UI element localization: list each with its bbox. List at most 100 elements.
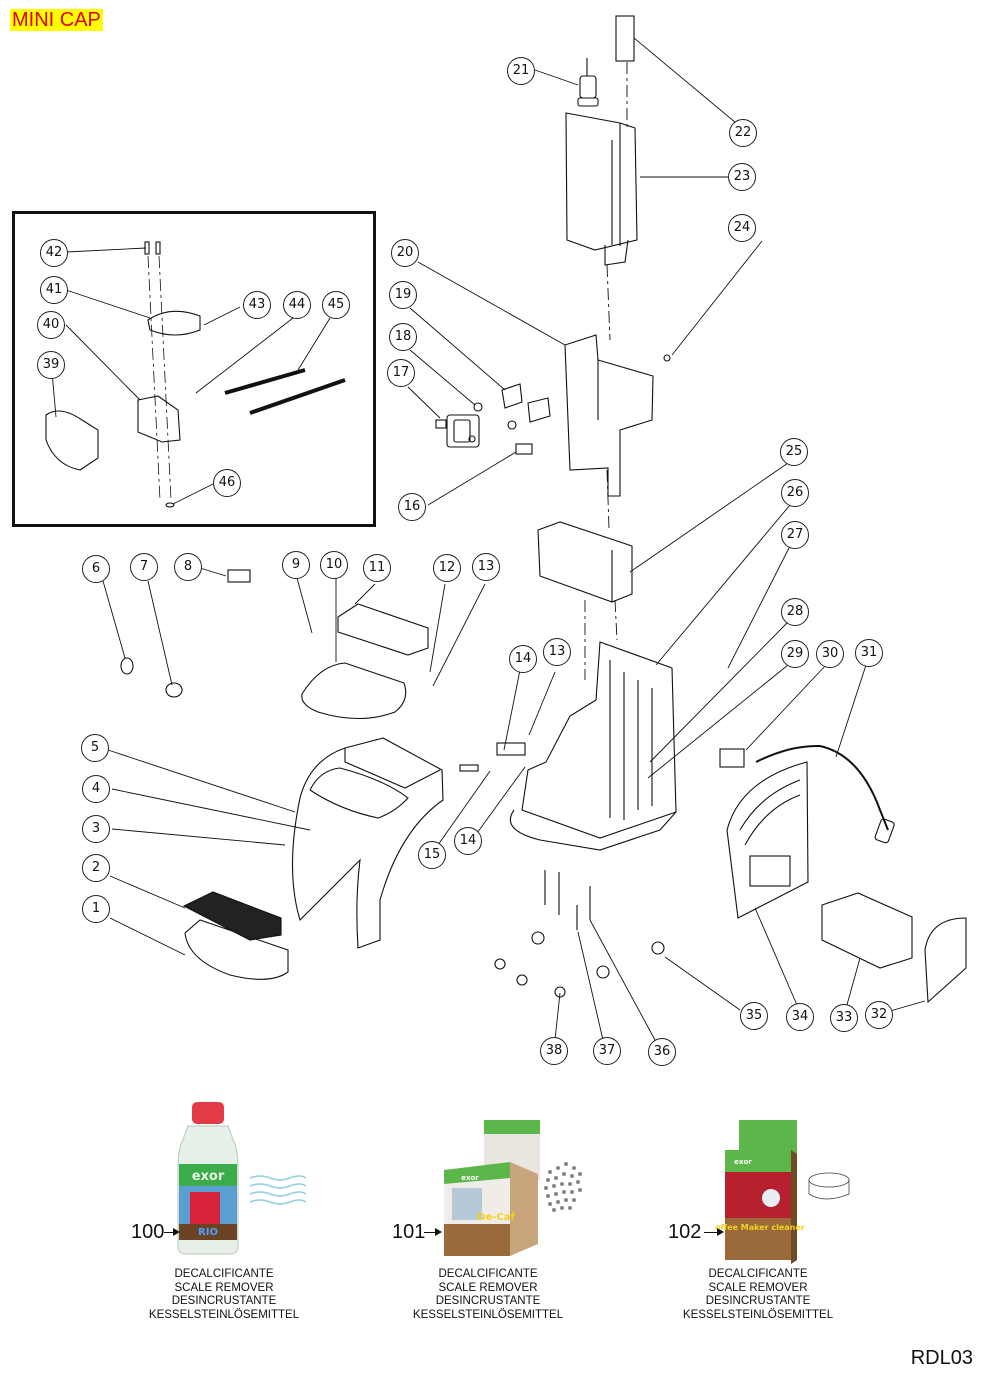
caption-line-spanish: DESINCRUSTANTE	[171, 1295, 277, 1307]
callout-22: 22	[729, 119, 757, 147]
callout-35: 35	[740, 1002, 768, 1030]
part-17-switch	[435, 414, 480, 448]
callout-19: 19	[389, 281, 417, 309]
part-5-front-housing	[291, 737, 444, 949]
callout-40: 40	[37, 311, 65, 339]
part-20-mounting-plate	[564, 334, 654, 497]
callout-7: 7	[130, 553, 158, 581]
product-102-brand: exor	[734, 1158, 752, 1166]
part-15-fuse	[459, 764, 479, 772]
part-6-knob	[120, 657, 134, 675]
callout-12: 12	[433, 554, 461, 582]
product-101-name: De-Caf	[477, 1212, 515, 1223]
product-100-bottle-image: exor RIO	[177, 1102, 307, 1255]
part-34-rear-panel	[726, 761, 809, 919]
product-101-box-image: De-Caf exor	[444, 1120, 582, 1256]
callout-36: 36	[648, 1038, 676, 1066]
callout-37: 37	[593, 1037, 621, 1065]
part-11-top-lid	[337, 603, 429, 656]
callout-14-a: 14	[509, 645, 537, 673]
product-102-number: 102	[668, 1221, 702, 1243]
product-100-name: RIO	[198, 1227, 218, 1238]
callout-32: 32	[865, 1001, 893, 1029]
product-101-caption: DECALCIFICANTE SCALE REMOVER DESINCRUSTA…	[368, 1268, 608, 1322]
caption-line-italian: DECALCIFICANTE	[708, 1268, 808, 1280]
callout-26: 26	[781, 479, 809, 507]
product-100-number: 100	[131, 1221, 165, 1243]
callout-29: 29	[781, 640, 809, 668]
part-30-terminal-block	[719, 748, 745, 768]
callout-34: 34	[786, 1003, 814, 1031]
part-18-washer	[473, 402, 483, 412]
callout-10: 10	[320, 551, 348, 579]
callout-18: 18	[389, 323, 417, 351]
callout-6: 6	[82, 555, 110, 583]
part-feet-and-screws	[494, 870, 665, 998]
part-23-boiler	[565, 112, 638, 266]
part-22-clip	[615, 15, 635, 62]
callout-43: 43	[243, 291, 271, 319]
diagram-title: MINI CAP	[10, 9, 103, 31]
part-8-switch	[227, 569, 251, 583]
product-102-name: Coffee Maker cleaner	[715, 1223, 805, 1232]
callout-4: 4	[82, 775, 110, 803]
callout-44: 44	[283, 291, 311, 319]
callout-45: 45	[322, 291, 350, 319]
callout-15: 15	[418, 841, 446, 869]
product-101-arrow	[424, 1228, 442, 1236]
callout-5: 5	[81, 734, 109, 762]
callout-24: 24	[728, 214, 756, 242]
callout-41: 41	[40, 276, 68, 304]
exploded-view-drawing	[45, 15, 967, 1041]
callout-31: 31	[855, 639, 883, 667]
product-100-arrow	[164, 1228, 180, 1236]
callout-20: 20	[391, 239, 419, 267]
part-33-drawer	[821, 892, 913, 969]
part-21-heater-fitting	[577, 58, 599, 107]
callout-13-b: 13	[543, 638, 571, 666]
callout-8: 8	[174, 553, 202, 581]
callout-1: 1	[82, 895, 110, 923]
product-102-box-image: Coffee Maker cleaner exor	[715, 1120, 850, 1264]
part-14-microswitch	[496, 742, 526, 756]
water-waves-icon	[249, 1175, 307, 1205]
callout-17: 17	[387, 359, 415, 387]
tablet-granules-icon	[544, 1162, 582, 1212]
callout-23: 23	[728, 163, 756, 191]
product-102-caption: DECALCIFICANTE SCALE REMOVER DESINCRUSTA…	[638, 1268, 878, 1322]
drawing-code: RDL03	[910, 1347, 973, 1369]
part-32-side-cover	[924, 917, 967, 1004]
caption-line-german: KESSELSTEINLÖSEMITTEL	[412, 1308, 564, 1321]
part-26-chassis-frame	[509, 641, 677, 851]
callout-28: 28	[781, 598, 809, 626]
product-102-arrow	[704, 1228, 724, 1236]
callout-25: 25	[780, 438, 808, 466]
callout-2: 2	[82, 854, 110, 882]
part-2-drip-grid	[182, 891, 282, 941]
part-10-cup-tray	[301, 662, 407, 719]
callout-33: 33	[830, 1004, 858, 1032]
callout-13-a: 13	[472, 553, 500, 581]
caption-line-english: SCALE REMOVER	[174, 1281, 274, 1294]
part-16-connector	[515, 443, 533, 455]
product-100-brand: exor	[192, 1169, 225, 1184]
callout-9: 9	[282, 551, 310, 579]
caption-line-italian: DECALCIFICANTE	[174, 1268, 274, 1280]
callout-38: 38	[540, 1037, 568, 1065]
part-19-bracket	[501, 383, 523, 409]
part-24-screw	[663, 354, 671, 362]
callout-21: 21	[507, 57, 535, 85]
caption-line-german: KESSELSTEINLÖSEMITTEL	[148, 1308, 300, 1321]
callout-30: 30	[816, 640, 844, 668]
callout-3: 3	[82, 815, 110, 843]
caption-line-english: SCALE REMOVER	[708, 1281, 808, 1294]
assembly-axis-lines	[584, 62, 628, 680]
leader-lines	[51, 37, 926, 1041]
caption-line-german: KESSELSTEINLÖSEMITTEL	[682, 1308, 834, 1321]
caption-line-spanish: DESINCRUSTANTE	[435, 1295, 541, 1307]
caption-line-italian: DECALCIFICANTE	[438, 1268, 538, 1280]
inset-brew-group-parts	[45, 241, 346, 508]
callout-42: 42	[40, 239, 68, 267]
product-100-caption: DECALCIFICANTE SCALE REMOVER DESINCRUSTA…	[104, 1268, 344, 1322]
cleaning-tablet-icon	[808, 1172, 850, 1200]
